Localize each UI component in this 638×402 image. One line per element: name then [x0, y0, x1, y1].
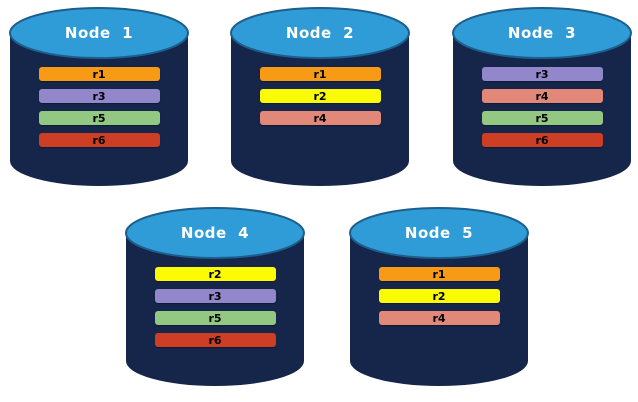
replica-bar-r6[interactable]: r6: [481, 133, 603, 147]
cylinder-top-ellipse: [349, 207, 529, 259]
replica-bar-r1[interactable]: r1: [378, 267, 500, 281]
replica-bar-r5[interactable]: r5: [154, 311, 276, 325]
replica-list: r1 r2 r4: [350, 267, 528, 325]
replica-bar-r1[interactable]: r1: [38, 67, 160, 81]
replica-list: r1 r3 r5 r6: [10, 67, 188, 147]
replica-bar-r5[interactable]: r5: [38, 111, 160, 125]
replica-list: r2 r3 r5 r6: [126, 267, 304, 347]
cylinder-top-ellipse: [9, 7, 189, 59]
replica-list: r3 r4 r5 r6: [453, 67, 631, 147]
replica-bar-r3[interactable]: r3: [481, 67, 603, 81]
replica-list: r1 r2 r4: [231, 67, 409, 125]
replica-bar-r6[interactable]: r6: [154, 333, 276, 347]
replica-bar-r2[interactable]: r2: [378, 289, 500, 303]
replica-bar-r6[interactable]: r6: [38, 133, 160, 147]
replica-bar-r4[interactable]: r4: [378, 311, 500, 325]
replica-bar-r2[interactable]: r2: [154, 267, 276, 281]
replica-bar-r3[interactable]: r3: [38, 89, 160, 103]
replica-bar-r2[interactable]: r2: [259, 89, 381, 103]
cylinder-top-ellipse: [452, 7, 632, 59]
cylinder-top-ellipse: [125, 207, 305, 259]
replica-bar-r4[interactable]: r4: [259, 111, 381, 125]
cylinder-top-ellipse: [230, 7, 410, 59]
replica-bar-r1[interactable]: r1: [259, 67, 381, 81]
replica-bar-r3[interactable]: r3: [154, 289, 276, 303]
replica-bar-r4[interactable]: r4: [481, 89, 603, 103]
replica-bar-r5[interactable]: r5: [481, 111, 603, 125]
